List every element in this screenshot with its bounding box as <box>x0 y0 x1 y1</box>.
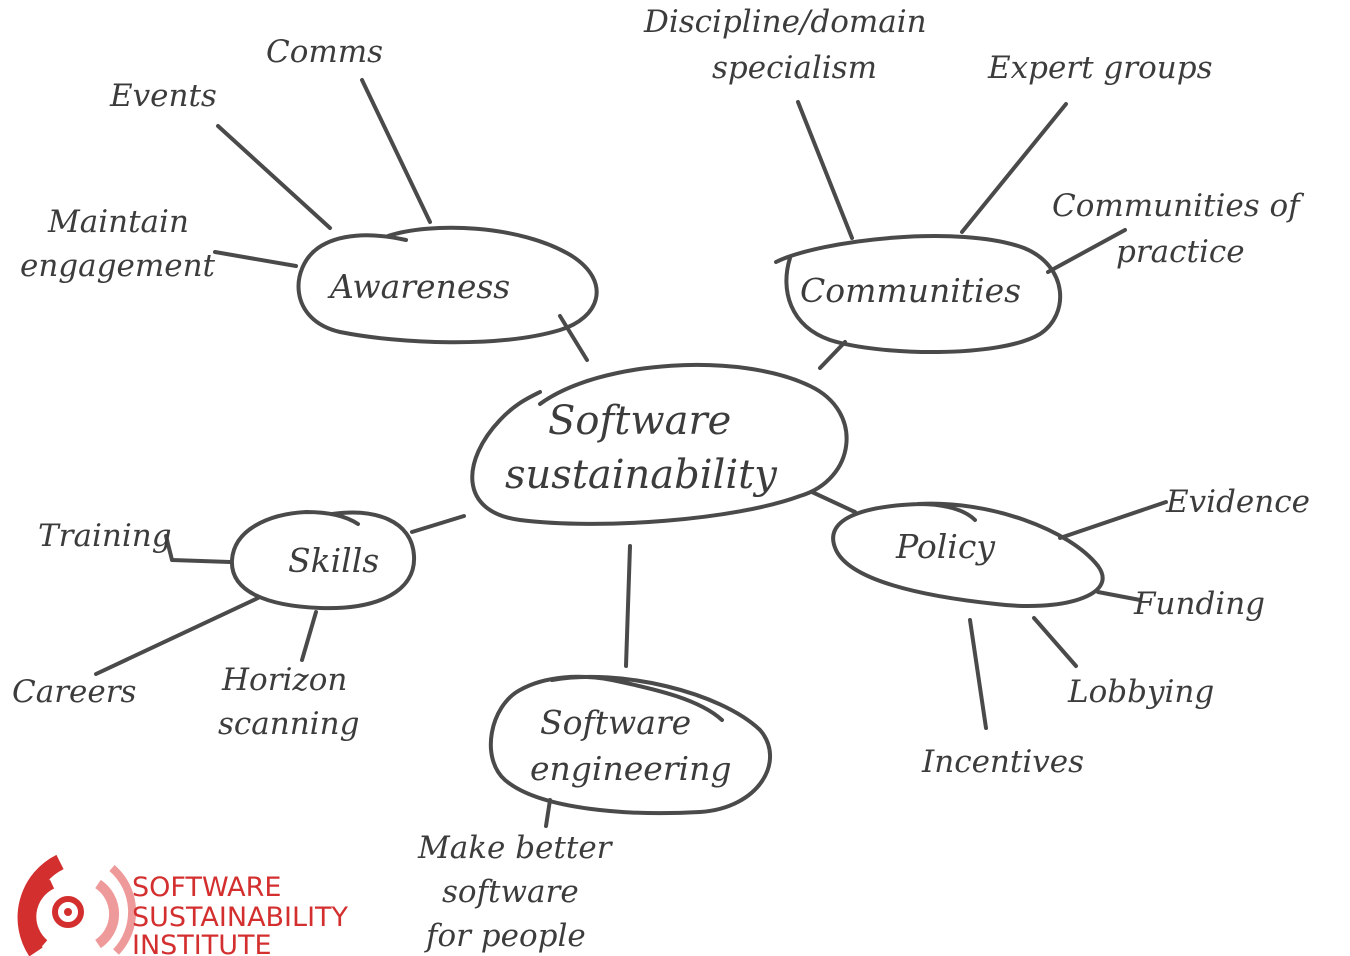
communities-practice-line2: practice <box>1116 234 1245 270</box>
communities-practice-line1: Communities of <box>1052 188 1305 224</box>
make-better-line1: Make better <box>417 830 614 866</box>
connector-skills-central <box>410 514 466 534</box>
connectors <box>94 78 1168 828</box>
central-label-line2: sustainability <box>505 452 778 498</box>
ssi-logo-icon <box>17 854 137 956</box>
connector-horizon <box>300 610 318 662</box>
awareness-bubble <box>296 225 599 345</box>
connector-maintain-engagement <box>213 250 298 268</box>
software-engineering-label-line1: Software <box>540 703 691 742</box>
comms-label: Comms <box>266 34 383 70</box>
connector-discipline <box>796 100 854 240</box>
connector-policy-central <box>810 490 857 514</box>
central-label-line1: Software <box>548 398 731 444</box>
funding-label: Funding <box>1133 586 1265 622</box>
connector-communities-central <box>818 340 847 370</box>
connector-training <box>164 534 232 564</box>
incentives-label: Incentives <box>921 744 1084 780</box>
policy-label: Policy <box>895 527 995 566</box>
connector-expert-groups <box>960 102 1068 234</box>
logo-text-line2: SUSTAINABILITY <box>132 902 349 933</box>
logo-text-line1: SOFTWARE <box>132 872 281 903</box>
connector-make-better <box>544 798 552 828</box>
expert-groups-label: Expert groups <box>987 50 1212 86</box>
skills-label: Skills <box>288 541 379 580</box>
logo-text-line3: INSTITUTE <box>132 930 272 956</box>
discipline-line1: Discipline/domain <box>643 4 927 40</box>
communities-bubble <box>774 234 1063 355</box>
careers-label: Careers <box>12 674 136 710</box>
events-label: Events <box>109 78 217 114</box>
connector-communities-practice <box>1046 228 1127 274</box>
connector-evidence <box>1058 500 1168 540</box>
connector-lobbying <box>1032 616 1078 668</box>
connector-softeng-central <box>624 544 632 668</box>
maintain-engagement-line2: engagement <box>20 248 216 284</box>
make-better-line3: for people <box>424 918 586 954</box>
connector-awareness-central <box>558 314 589 362</box>
discipline-line2: specialism <box>712 50 877 86</box>
lobbying-label: Lobbying <box>1067 674 1214 710</box>
policy-bubble <box>831 501 1105 609</box>
ssi-logo: SOFTWARE SUSTAINABILITY INSTITUTE <box>17 854 349 956</box>
central-bubble <box>470 363 849 526</box>
communities-label: Communities <box>800 271 1021 310</box>
horizon-line1: Horizon <box>221 662 347 698</box>
training-label: Training <box>38 518 172 554</box>
labels: Software sustainability Awareness Commun… <box>12 4 1310 954</box>
make-better-line2: software <box>442 874 579 910</box>
awareness-label: Awareness <box>327 267 510 306</box>
skills-bubble <box>229 510 417 611</box>
connector-funding <box>1096 590 1142 602</box>
connector-incentives <box>968 618 988 730</box>
evidence-label: Evidence <box>1165 484 1310 520</box>
maintain-engagement-line1: Maintain <box>47 204 189 240</box>
bubbles <box>229 225 1105 816</box>
connector-comms <box>360 78 432 224</box>
connector-careers <box>94 596 260 676</box>
software-engineering-label-line2: engineering <box>530 749 731 788</box>
connector-events <box>216 124 332 230</box>
software-engineering-bubble <box>488 674 772 816</box>
horizon-line2: scanning <box>218 706 359 742</box>
